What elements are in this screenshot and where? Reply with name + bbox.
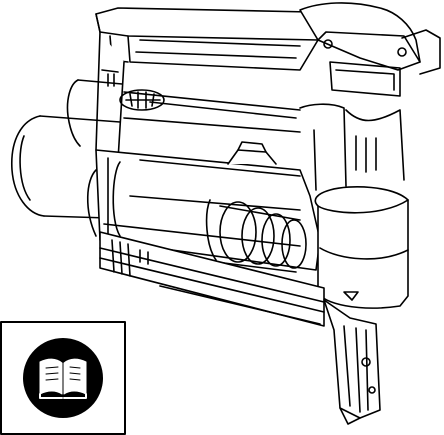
rear-cap (299, 2, 441, 97)
handle-grip (95, 31, 301, 161)
front-cylinder (11, 79, 123, 219)
book-icon (23, 338, 103, 418)
top-housing (95, 7, 331, 71)
nose-cylinder (299, 103, 409, 309)
nose-tip (323, 299, 381, 425)
piston-chamber (205, 199, 307, 273)
magazine (99, 231, 325, 327)
